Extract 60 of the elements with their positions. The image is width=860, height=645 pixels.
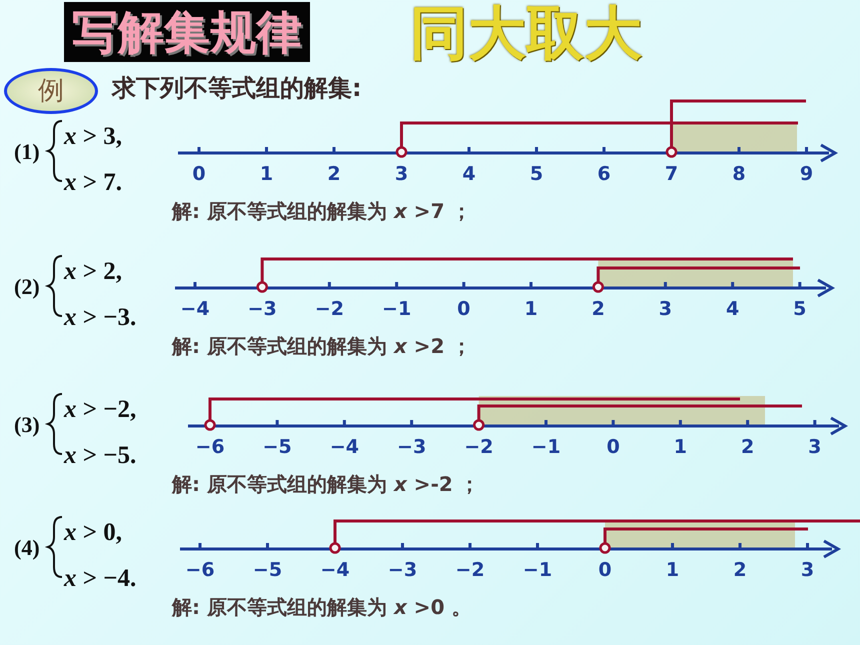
tick-label: 1	[260, 163, 274, 185]
rule-heading: 同大取大	[410, 0, 642, 66]
inequality: x > 0,	[64, 519, 122, 547]
solution-text: 解: 原不等式组的解集为 x >0 。	[172, 594, 472, 621]
tick-label: 4	[462, 163, 476, 185]
tick-label: 5	[530, 163, 544, 185]
tick-label: 1	[674, 436, 687, 458]
tick-label: −6	[195, 436, 225, 458]
tick-label: 3	[800, 559, 814, 581]
tick-label: 3	[658, 298, 672, 320]
tick-label: 4	[726, 298, 740, 320]
tick-label: −2	[314, 298, 344, 320]
tick-label: −1	[382, 298, 412, 320]
tick-label: 6	[597, 163, 611, 185]
solution-text: 解: 原不等式组的解集为 x >7 ；	[172, 198, 472, 225]
tick-label: 5	[793, 298, 806, 320]
tick-label: −4	[180, 298, 210, 320]
tick-label: −5	[262, 436, 292, 458]
problem-number: (2)	[14, 274, 40, 300]
inequality: x > 7.	[64, 169, 122, 197]
subtitle-text: 求下列不等式组的解集:	[112, 73, 362, 104]
tick-label: 0	[598, 559, 612, 581]
title-heading: 写解集规律	[64, 2, 310, 62]
tick-label: 8	[732, 163, 746, 185]
inequality: x > −3.	[64, 304, 136, 332]
tick-label: −1	[531, 436, 561, 458]
problem-number: (3)	[14, 412, 40, 438]
tick-label: 7	[664, 163, 678, 185]
tick-label: 0	[606, 436, 620, 458]
tick-label: 2	[327, 163, 341, 185]
tick-label: −3	[248, 298, 277, 320]
tick-label: −3	[388, 559, 418, 581]
tick-label: 2	[740, 436, 754, 458]
inequality: x > −4.	[64, 565, 136, 593]
inequality: x > −2,	[64, 396, 136, 424]
tick-label: 9	[800, 163, 814, 185]
tick-label: −2	[464, 436, 494, 458]
problem-number: (1)	[14, 139, 40, 165]
tick-label: −5	[252, 559, 282, 581]
tick-label: 0	[457, 298, 470, 320]
tick-label: 3	[808, 436, 822, 458]
inequality: x > 2,	[64, 258, 122, 286]
tick-label: −2	[455, 559, 485, 581]
tick-label: −6	[185, 559, 215, 581]
tick-label: 2	[592, 298, 605, 320]
solution-text: 解: 原不等式组的解集为 x >2 ；	[172, 333, 472, 360]
tick-label: 3	[394, 163, 408, 185]
tick-label: −3	[397, 436, 426, 458]
problem-number: (4)	[14, 535, 40, 561]
tick-label: 1	[666, 559, 680, 581]
inequality: x > −5.	[64, 442, 136, 470]
solution-text: 解: 原不等式组的解集为 x >-2 ；	[172, 471, 480, 498]
tick-label: −4	[320, 559, 350, 581]
tick-label: 1	[524, 298, 538, 320]
tick-label: −1	[522, 559, 552, 581]
example-tag: 例	[4, 68, 98, 114]
tick-label: 0	[192, 163, 206, 185]
tick-label: −4	[330, 436, 359, 458]
tick-label: 2	[733, 559, 747, 581]
inequality: x > 3,	[64, 123, 122, 151]
